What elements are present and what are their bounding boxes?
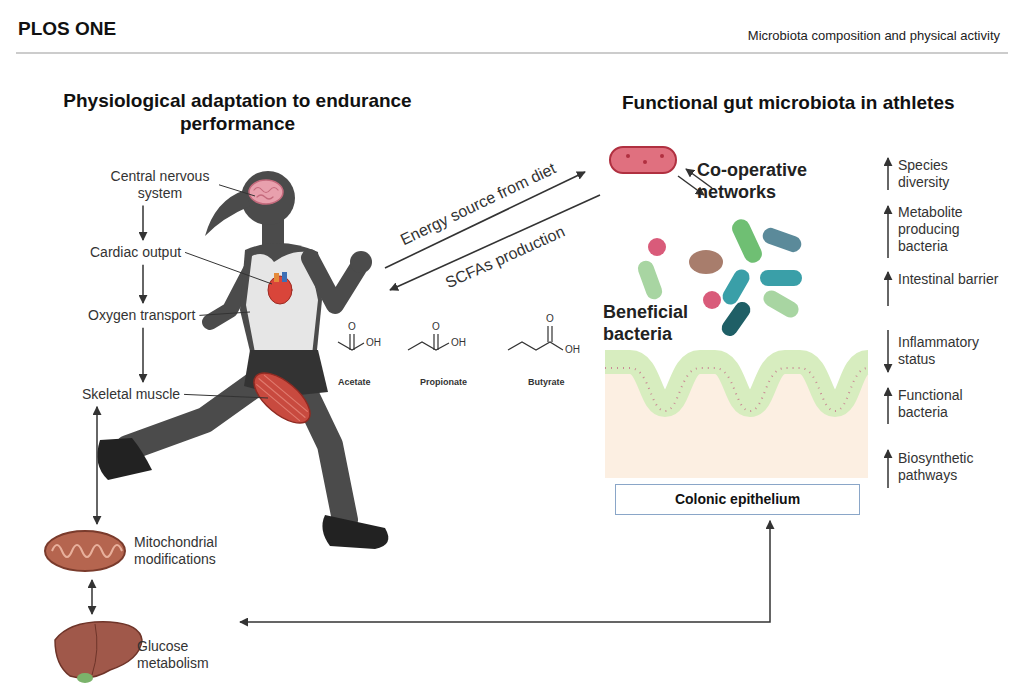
colon-wall bbox=[605, 362, 868, 478]
label-text: Biosynthetic pathways bbox=[898, 450, 1003, 484]
text-node: Central nervous system bbox=[105, 168, 215, 202]
label-text: OH bbox=[451, 337, 466, 349]
label-text: PLOS ONE bbox=[18, 18, 116, 41]
text-node: Glucose metabolism bbox=[52, 618, 232, 680]
node-text: Cardiac output bbox=[90, 244, 181, 261]
label-text: Functional bacteria bbox=[898, 387, 1003, 421]
node-text: Mitochondrial modifications bbox=[134, 534, 234, 568]
node-text: Colonic epithelium bbox=[626, 491, 849, 508]
node-text: Central nervous system bbox=[105, 168, 215, 202]
label-text: Physiological adaptation to endurance pe… bbox=[30, 90, 445, 136]
label-text: Butyrate bbox=[528, 377, 565, 388]
text-node: Mitochondrial modifications bbox=[42, 528, 234, 576]
label-text: Acetate bbox=[338, 377, 371, 388]
label-text: Metabolite producing bacteria bbox=[898, 204, 1003, 254]
connector-arrow bbox=[142, 328, 144, 382]
text-node: Skeletal muscle bbox=[82, 386, 180, 403]
runner-figure bbox=[97, 171, 388, 549]
label-text: OH bbox=[565, 344, 580, 356]
connector-arrow bbox=[240, 521, 770, 622]
label-text: OH bbox=[366, 337, 381, 349]
mitochondrion-icon bbox=[45, 531, 125, 571]
label-text: O bbox=[546, 313, 554, 325]
connector-arrow bbox=[91, 580, 93, 614]
liver-icon bbox=[55, 622, 142, 683]
header-rule bbox=[16, 53, 1008, 54]
trend-arrows bbox=[887, 158, 889, 488]
connector-arrow bbox=[142, 265, 144, 303]
scfa-arrow bbox=[390, 195, 600, 290]
text-node: Oxygen transport bbox=[88, 307, 195, 324]
label-text: O bbox=[432, 321, 440, 333]
chemical-structures bbox=[338, 326, 563, 350]
node-text: Skeletal muscle bbox=[82, 386, 180, 403]
energy-arrow bbox=[385, 172, 585, 268]
text-node: Colonic epithelium bbox=[615, 484, 860, 515]
label-text: Co-operative networks bbox=[697, 160, 822, 203]
label-text: Inflammatory status bbox=[898, 334, 1003, 368]
connector-arrow bbox=[96, 407, 98, 524]
leader-lines bbox=[184, 185, 272, 398]
label-text: Propionate bbox=[420, 377, 467, 388]
label-text: O bbox=[348, 321, 356, 333]
label-text: Beneficial bacteria bbox=[603, 302, 703, 345]
label-text: Microbiota composition and physical acti… bbox=[748, 28, 1000, 44]
node-text: Oxygen transport bbox=[88, 307, 195, 324]
text-node: Cardiac output bbox=[90, 244, 181, 261]
label-text: Species diversity bbox=[898, 157, 1003, 191]
label-text: Intestinal barrier bbox=[898, 271, 1003, 288]
node-text: Glucose metabolism bbox=[137, 638, 232, 672]
label-text: Functional gut microbiota in athletes bbox=[622, 92, 955, 115]
connector-arrow bbox=[142, 206, 144, 240]
